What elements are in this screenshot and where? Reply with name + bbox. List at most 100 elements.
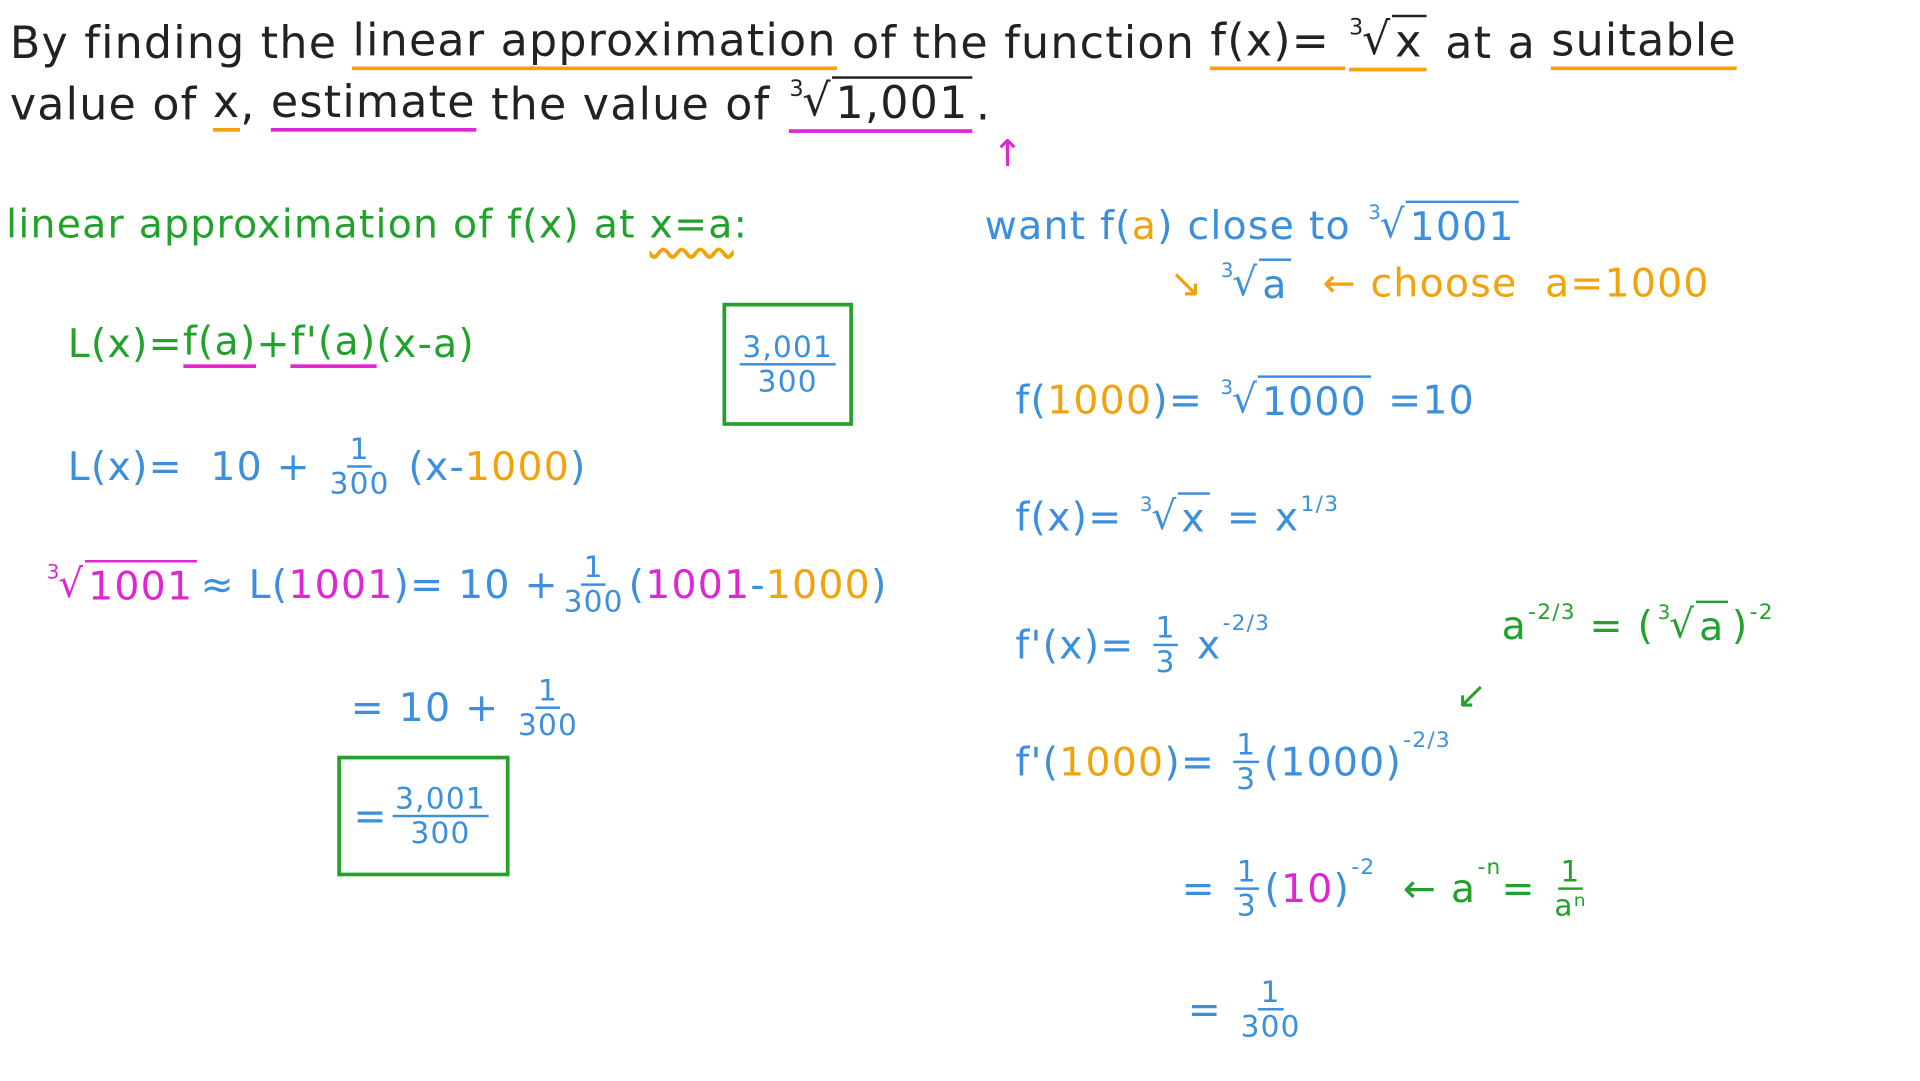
text-segment: x=a [649,200,734,248]
text-segment: + [256,319,291,367]
radicand: 1001 [1405,200,1519,250]
text-segment: of the function [836,17,1211,69]
cube-root: 3√a [1220,258,1292,308]
exponent: 1/3 [1300,492,1340,517]
exponent: -2/3 [1528,600,1576,626]
exponent: -n [1477,855,1502,881]
radicand: x [1391,14,1427,68]
text-segment: = [1501,865,1550,913]
text-segment: ← choose a=1000 [1295,259,1710,307]
text-segment: (x- [394,443,465,491]
root-index: 3 [1220,258,1235,282]
text-segment: ) [1731,601,1749,649]
text-segment: linear approximation of f(x) at [6,200,650,248]
radical-sign-icon: √ [1669,600,1696,648]
text-segment: 10 [1280,865,1334,913]
text-segment: )= [1164,738,1229,786]
fraction-denominator: aⁿ [1554,889,1587,924]
fraction-numerator: 1 [1233,728,1259,764]
text-segment: 1000 [1059,738,1165,786]
root-index: 3 [789,76,805,103]
fraction-numerator: 1 [1234,855,1260,891]
text-segment: ) [870,561,888,609]
text-segment: f(x)= [1210,16,1346,71]
radicand: a [1258,258,1292,308]
text-segment: = [1181,865,1230,913]
exponent: -2/3 [1222,611,1271,637]
linearization-formula: L(x)=f(a)+f'(a)(x-a) [68,318,475,369]
choose-a-note: ↘ 3√a ← choose a=1000 [1169,258,1710,308]
radicand: 1000 [1258,375,1371,425]
cube-root: 3√a [1657,600,1729,650]
text-segment: 1000 [1047,376,1153,424]
text-segment: L(x)= 10 + [67,443,325,491]
cube-root: 3√x [1349,14,1427,72]
text-segment: . [975,79,992,130]
cube-root: 3√1001 [47,560,197,610]
text-segment: x [212,78,241,132]
text-segment: f(x)= [1015,493,1137,541]
fraction-denominator: 300 [517,708,579,743]
fraction-numerator: 1 [535,674,561,710]
root-index: 3 [1368,200,1383,225]
text-segment: a [1501,601,1527,649]
cube-root: 3√1,001 [789,76,973,133]
text-segment: ↘ [1169,259,1218,307]
text-segment: ← a [1375,865,1477,913]
exponent-rule-note: a-2/3 = (3√a)-2 [1501,600,1774,650]
fraction-denominator: 300 [410,816,471,851]
text-segment: ) [1333,865,1351,913]
text-segment: = [1187,986,1236,1034]
up-arrow-icon: ↑ [992,132,1023,177]
radical-sign-icon: √ [1379,200,1406,248]
text-segment: 1000 [464,443,571,491]
exponent: -2 [1749,600,1774,626]
text-segment: value of [9,79,213,130]
text-segment: : [733,200,749,248]
text-segment: x [1183,622,1222,669]
text-segment: = x [1213,493,1300,541]
f-of-a-step: f(1000)= 3√1000 =10 [1015,375,1475,425]
text-segment: = 10 + [350,684,514,732]
question-line-1: By finding the linear approximation of t… [10,14,1737,72]
root-index: 3 [1657,600,1672,625]
fraction-denominator: 3 [1155,645,1176,680]
text-segment: 1001 [645,561,751,609]
text-segment: f'( [1015,738,1060,786]
fraction-numerator: 1 [581,551,607,587]
text-segment: at a [1429,17,1552,69]
text-segment: ( [628,561,646,609]
fraction-numerator: 1 [1258,976,1284,1011]
fraction-numerator: 3,001 [392,782,489,818]
fraction-denominator: 300 [757,364,818,399]
text-segment: f(a) [182,318,257,369]
text-segment: 1001 [288,561,394,609]
radicand: a [1695,600,1729,650]
text-segment: f'(x)= [1015,622,1149,669]
text-segment: linear approximation [352,16,837,71]
text-segment: suitable [1551,16,1737,71]
fraction-numerator: 1 [1153,611,1179,647]
fraction-denominator: 300 [329,466,390,502]
radicand: 1001 [84,560,197,610]
cube-root: 3√1001 [1368,200,1519,250]
text-segment: (x-a) [376,319,475,367]
text-segment: want f( [984,201,1132,249]
fraction-denominator: 300 [563,585,624,620]
fraction-numerator: 1 [1558,855,1584,891]
fraction-denominator: 300 [1240,1009,1301,1045]
radicand: 1,001 [831,76,973,129]
radicand: x [1177,492,1210,542]
